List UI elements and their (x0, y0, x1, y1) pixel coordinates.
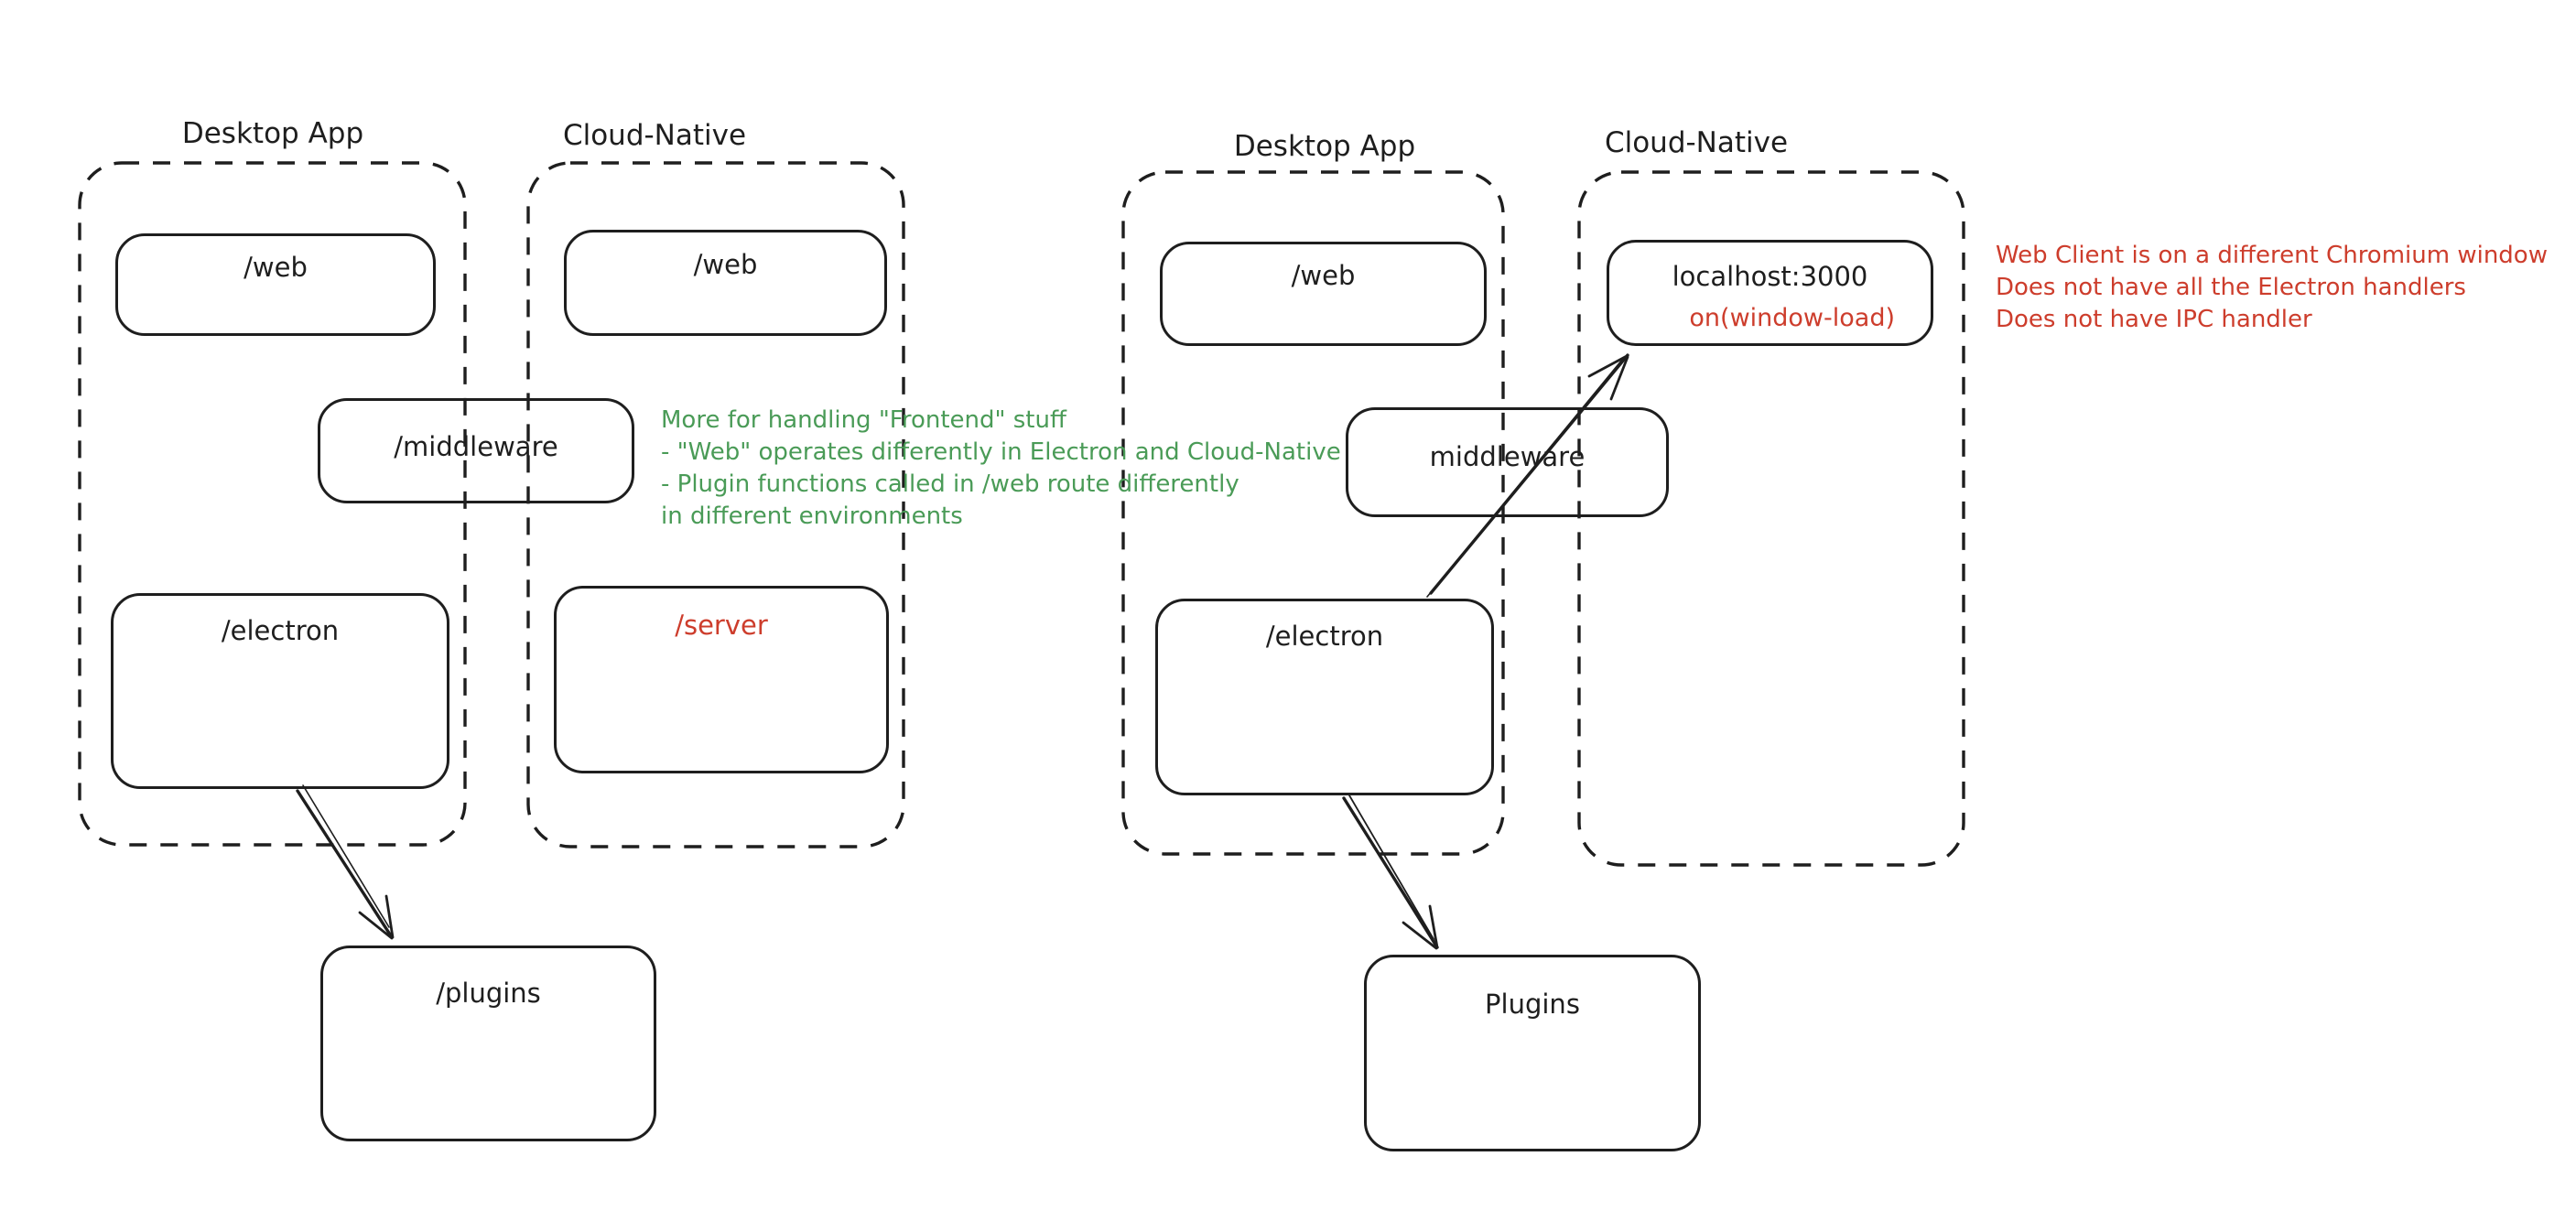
box-electron-right-label: /electron (1265, 621, 1384, 652)
green-note-line: in different environments (661, 503, 963, 530)
group-label-cloud-left: Cloud-Native (562, 119, 747, 152)
green-note-line: - Plugin functions called in /web route … (661, 470, 1239, 498)
box-middleware-right: middleware (1346, 407, 1669, 517)
red-note: Web Client is on a different Chromium wi… (1996, 240, 2548, 336)
box-localhost-handler-label: on(window-load) (1689, 304, 1895, 332)
arrow-electron-to-plugins-right (1342, 794, 1439, 950)
arrow-electron-to-plugins-left (296, 784, 395, 940)
green-note-line: - "Web" operates differently in Electron… (661, 438, 1341, 466)
group-label-desktop-right: Desktop App (1233, 130, 1416, 163)
box-server: /server (554, 586, 889, 773)
box-localhost-label: localhost:3000 (1672, 261, 1868, 292)
box-localhost: localhost:3000 on(window-load) (1607, 240, 1933, 346)
box-web-desktop-left: /web (115, 233, 436, 336)
red-note-line: Web Client is on a different Chromium wi… (1996, 242, 2548, 269)
box-web-desktop-right-label: /web (1291, 260, 1356, 291)
box-plugins-left-label: /plugins (436, 978, 541, 1009)
box-plugins-right: Plugins (1364, 955, 1701, 1151)
red-note-line: Does not have all the Electron handlers (1996, 274, 2466, 301)
red-note-line: Does not have IPC handler (1996, 306, 2312, 333)
box-web-cloud-left: /web (564, 230, 887, 336)
green-note: More for handling "Frontend" stuff - "We… (661, 405, 1341, 533)
box-web-desktop-left-label: /web (244, 252, 308, 283)
box-electron-left-label: /electron (221, 615, 340, 646)
box-web-cloud-left-label: /web (693, 249, 758, 280)
box-web-desktop-right: /web (1160, 242, 1487, 346)
box-middleware-right-label: middleware (1429, 441, 1586, 472)
box-plugins-left: /plugins (320, 946, 656, 1141)
box-middleware-left: /middleware (318, 398, 634, 503)
box-electron-left: /electron (111, 593, 449, 789)
group-label-desktop-left: Desktop App (181, 117, 364, 150)
green-note-line: More for handling "Frontend" stuff (661, 406, 1066, 434)
group-label-cloud-right: Cloud-Native (1604, 126, 1789, 159)
box-middleware-left-label: /middleware (394, 431, 558, 462)
box-electron-right: /electron (1155, 599, 1494, 795)
box-server-label: /server (675, 610, 768, 641)
box-plugins-right-label: Plugins (1485, 989, 1580, 1020)
